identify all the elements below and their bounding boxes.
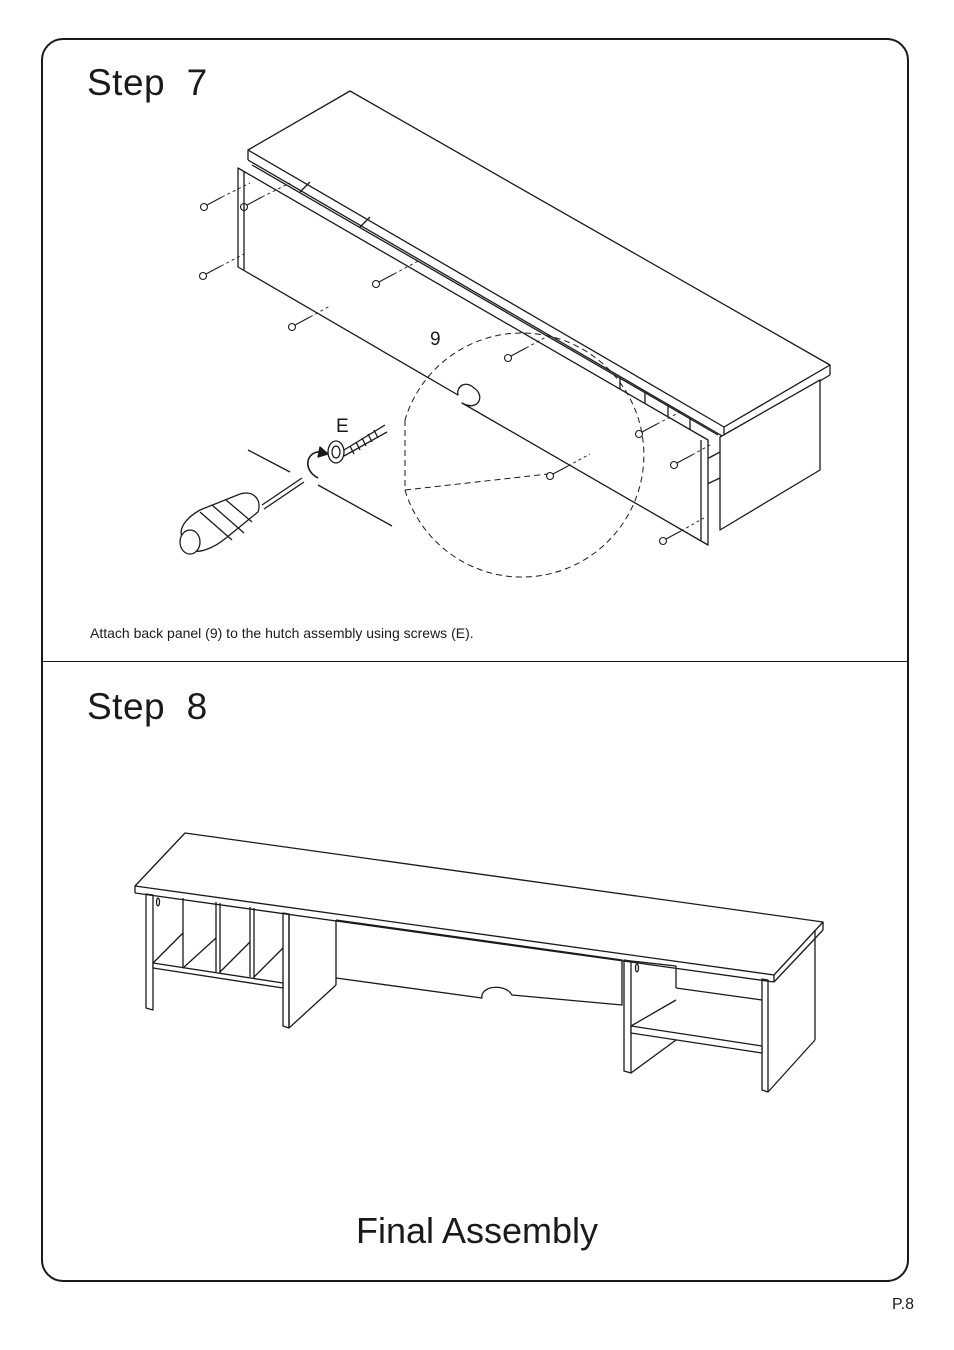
left-compartments (146, 894, 336, 1028)
final-assembly-caption: Final Assembly (0, 1210, 954, 1252)
page-number: P.8 (892, 1296, 914, 1314)
